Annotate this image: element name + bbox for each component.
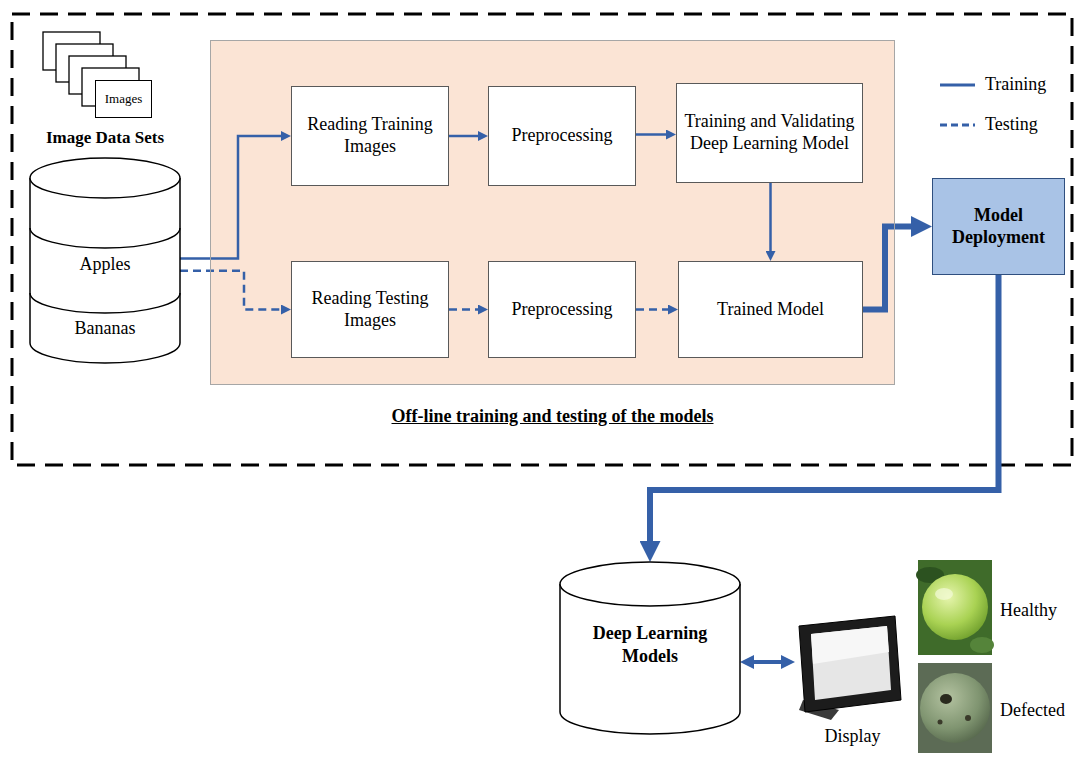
legend-solid-sample bbox=[940, 84, 975, 87]
legend-label: Testing bbox=[985, 114, 1038, 136]
tablet-body bbox=[799, 616, 901, 712]
process-box: Training and Validating Deep Learning Mo… bbox=[676, 83, 863, 183]
panel-caption: Off-line training and testing of the mod… bbox=[211, 406, 894, 428]
tablet-screen bbox=[811, 626, 891, 700]
display-label: Display bbox=[795, 726, 910, 748]
panel-fill bbox=[210, 40, 895, 385]
store-label: Deep Learning Models bbox=[575, 622, 725, 667]
layer-label: Apples bbox=[30, 254, 180, 276]
process-box: Reading Testing Images bbox=[291, 261, 449, 358]
box-label: Training and Validating Deep Learning Mo… bbox=[683, 111, 856, 154]
legend-dashed-sample bbox=[940, 124, 975, 127]
offline-panel: Off-line training and testing of the mod… bbox=[210, 40, 895, 385]
image-sheet-box: Images bbox=[95, 80, 152, 118]
flow-arrow bbox=[751, 660, 784, 664]
dataset-cylinder: Image Data SetsApplesBananas bbox=[30, 158, 180, 363]
sheet-label: Images bbox=[105, 91, 143, 107]
photo-label: Defected bbox=[1000, 700, 1065, 722]
flow-arrow bbox=[636, 308, 670, 311]
process-box: Preprocessing bbox=[488, 86, 636, 186]
flow-arrow bbox=[180, 271, 283, 310]
cylinder-layer bbox=[30, 228, 180, 248]
box-label: Preprocessing bbox=[512, 125, 613, 147]
cylinder-top bbox=[30, 158, 180, 198]
flow-arrow bbox=[449, 308, 480, 311]
legend-label: Training bbox=[985, 74, 1046, 96]
flow-arrow bbox=[636, 133, 668, 136]
layer-label: Bananas bbox=[30, 318, 180, 340]
box-label: Reading Training Images bbox=[298, 114, 442, 157]
cylinder-layer bbox=[30, 293, 180, 313]
cylinder-body bbox=[30, 178, 180, 363]
flow-arrow bbox=[180, 136, 283, 258]
healthy-apple bbox=[922, 574, 988, 640]
dataset-heading: Image Data Sets bbox=[10, 128, 200, 148]
defect-spot bbox=[938, 720, 943, 725]
offline-region bbox=[12, 14, 1072, 465]
flow-arrow bbox=[863, 227, 915, 310]
screen-shade bbox=[811, 626, 889, 664]
defected-photo-ground bbox=[918, 663, 992, 753]
defected-apple bbox=[920, 673, 990, 743]
process-box: Trained Model bbox=[678, 261, 863, 358]
process-box: Preprocessing bbox=[488, 261, 636, 358]
box-label: Model Deployment bbox=[951, 205, 1046, 248]
display-device: Display bbox=[795, 612, 910, 748]
photo-label: Healthy bbox=[1000, 600, 1057, 622]
flow-arrow bbox=[769, 183, 772, 253]
leaf bbox=[970, 637, 994, 653]
flow-arrow bbox=[449, 135, 480, 138]
process-box: Reading Training Images bbox=[291, 86, 449, 186]
defect-spot bbox=[940, 694, 952, 704]
deployment-box: Model Deployment bbox=[932, 178, 1065, 275]
box-label: Reading Testing Images bbox=[298, 288, 442, 331]
model-store-cylinder: Deep Learning Models bbox=[560, 562, 740, 734]
cylinder-top bbox=[560, 562, 740, 606]
box-label: Preprocessing bbox=[512, 299, 613, 321]
apple-highlight bbox=[935, 588, 953, 600]
defect-spot bbox=[965, 715, 971, 721]
box-label: Trained Model bbox=[717, 299, 824, 321]
